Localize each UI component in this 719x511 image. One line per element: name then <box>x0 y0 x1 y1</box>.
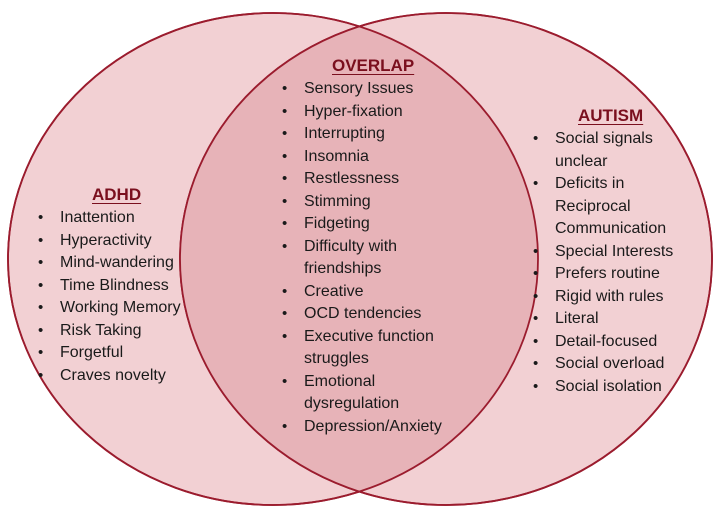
autism-heading: AUTISM <box>578 106 644 125</box>
list-item: Rigid with rules <box>531 286 701 309</box>
list-item: Risk Taking <box>36 320 226 343</box>
list-item: Prefers routine <box>531 263 701 286</box>
list-item: Executive function struggles <box>280 326 470 371</box>
list-item: Stimming <box>280 191 470 214</box>
list-item: Craves novelty <box>36 365 226 388</box>
overlap-list: Sensory Issues Hyper-fixation Interrupti… <box>280 78 470 438</box>
list-item: Interrupting <box>280 123 470 146</box>
list-item: Restlessness <box>280 168 470 191</box>
list-item: OCD tendencies <box>280 303 470 326</box>
list-item: Social signals unclear <box>531 128 701 173</box>
list-item: Fidgeting <box>280 213 470 236</box>
list-item: Insomnia <box>280 146 470 169</box>
list-item: Inattention <box>36 207 226 230</box>
list-item: Literal <box>531 308 701 331</box>
adhd-heading: ADHD <box>92 185 142 204</box>
list-item: Depression/Anxiety <box>280 416 470 439</box>
list-item: Forgetful <box>36 342 226 365</box>
list-item: Hyper-fixation <box>280 101 470 124</box>
list-item: Time Blindness <box>36 275 226 298</box>
adhd-list: Inattention Hyperactivity Mind-wandering… <box>36 207 226 387</box>
list-item: Sensory Issues <box>280 78 470 101</box>
list-item: Social overload <box>531 353 701 376</box>
autism-list: Social signals unclear Deficits in Recip… <box>531 128 701 398</box>
list-item: Special Interests <box>531 241 701 264</box>
list-item: Social isolation <box>531 376 701 399</box>
list-item: Hyperactivity <box>36 230 226 253</box>
list-item: Creative <box>280 281 470 304</box>
list-item: Deficits in Reciprocal Communication <box>531 173 701 241</box>
list-item: Mind-wandering <box>36 252 226 275</box>
list-item: Detail-focused <box>531 331 701 354</box>
overlap-heading: OVERLAP <box>332 56 415 75</box>
list-item: Difficulty with friendships <box>280 236 470 281</box>
list-item: Working Memory <box>36 297 226 320</box>
list-item: Emotional dysregulation <box>280 371 470 416</box>
